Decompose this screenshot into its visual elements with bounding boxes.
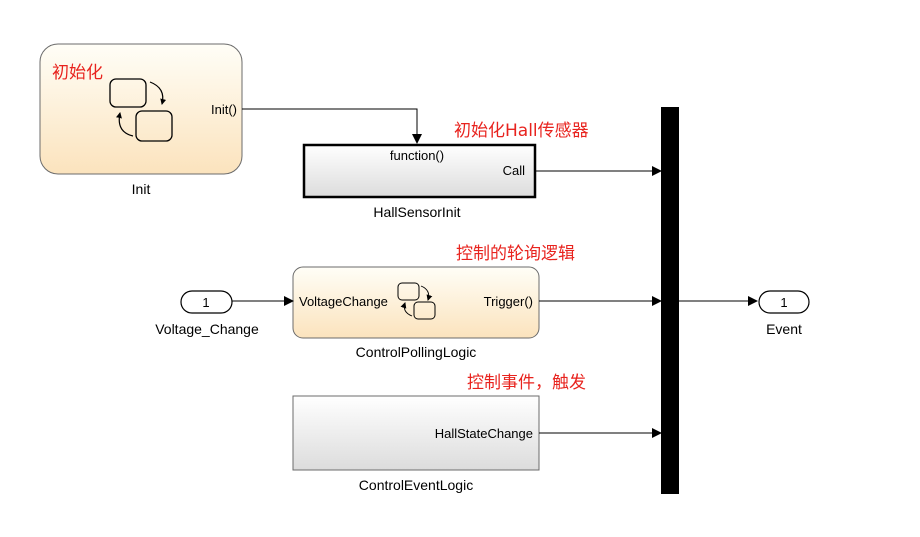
annotation-event: 控制事件，触发	[467, 373, 586, 393]
control-event-output-port-label: HallStateChange	[435, 426, 533, 441]
hall-sensor-init-output-port-label: Call	[503, 163, 526, 178]
annotation-hall-init: 初始化Hall传感器	[454, 121, 589, 141]
control-polling-logic-block-name: ControlPollingLogic	[356, 344, 477, 360]
hall-sensor-init-block[interactable]: function() Call	[302, 143, 537, 199]
outport-number: 1	[780, 295, 787, 310]
annotation-polling: 控制的轮询逻辑	[456, 244, 575, 264]
control-event-logic-block-name: ControlEventLogic	[359, 477, 473, 493]
wire-init-to-hall-trigger	[242, 108, 422, 144]
init-output-port-label: Init()	[211, 102, 237, 117]
inport-voltage-change[interactable]: 1	[180, 290, 233, 314]
mux-bus-bar[interactable]	[661, 107, 679, 494]
inport-number: 1	[202, 295, 209, 310]
signal-lines	[232, 108, 758, 438]
outport-event[interactable]: 1	[758, 290, 810, 314]
control-polling-input-port-label: VoltageChange	[299, 294, 388, 309]
control-event-logic-block[interactable]: HallStateChange	[292, 395, 540, 471]
hall-sensor-init-trigger-port-label: function()	[390, 148, 444, 163]
init-block-name: Init	[132, 181, 151, 197]
stateflow-chart-icon	[397, 282, 436, 320]
inport-name: Voltage_Change	[155, 321, 259, 337]
init-annotation: 初始化	[52, 63, 103, 83]
control-polling-logic-block[interactable]: VoltageChange Trigger()	[292, 266, 540, 339]
init-chart-block[interactable]: 初始化 Init()	[39, 43, 243, 175]
control-polling-output-port-label: Trigger()	[484, 294, 533, 309]
stateflow-chart-icon	[109, 78, 173, 142]
outport-name: Event	[766, 321, 802, 337]
hall-sensor-init-block-name: HallSensorInit	[373, 204, 460, 220]
